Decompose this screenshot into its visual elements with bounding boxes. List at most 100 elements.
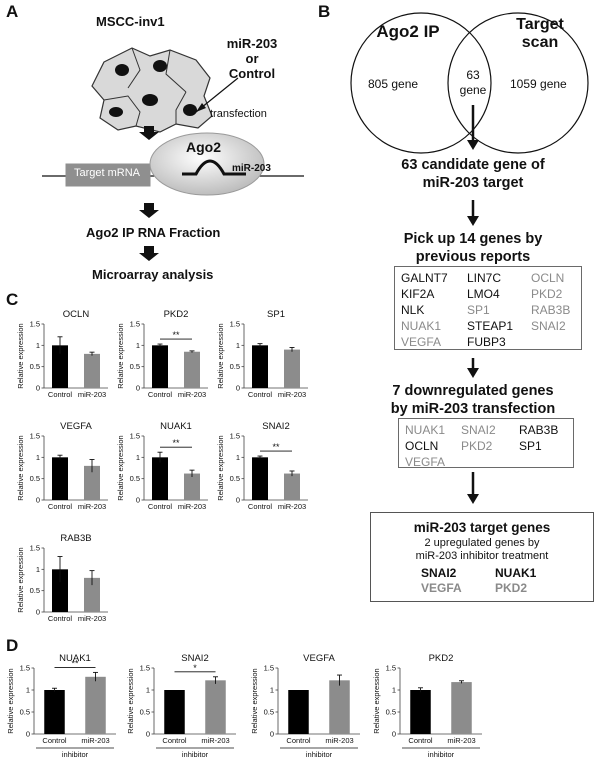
gene-name: STEAP1 [467,319,514,333]
y-axis-label: Relative expression [116,323,125,388]
y-tick-label: 1.5 [30,320,40,329]
significance-marker: ** [172,438,180,448]
cell-cluster-illustration [91,47,213,133]
y-tick-label: 0.5 [130,362,140,371]
mirna-label: miR-203 [232,163,271,174]
y-axis-label: Relative expression [116,435,125,500]
venn-overlap-l1: 63 [466,68,480,82]
panel-label-a: A [6,2,19,21]
gene-name: SNAI2 [421,566,457,580]
venn-circle-targetscan [447,12,589,154]
x-tick-label: Control [48,614,73,623]
block-arrow-1 [139,126,159,140]
cell-line-label: MSCC-inv1 [96,14,165,29]
gene-name: KIF2A [401,287,435,301]
error-bar [57,454,63,460]
gene-name: VEGFA [421,581,462,595]
bar-control [164,690,185,734]
step-candidates-l2: miR-203 target [422,175,524,191]
error-bar [157,451,163,463]
step-downregulated: 7 downregulated genes by miR-203 transfe… [353,382,593,418]
venn-label-targetscan-l2: scan [521,34,559,51]
group-label: inhibitor [306,750,333,759]
venn-label-ago2: Ago2 IP [376,22,440,41]
bar-mir-203 [329,680,350,734]
y-tick-label: 1.5 [264,664,274,673]
chart-title: NUAK1 [59,653,91,664]
x-tick-label: miR-203 [278,502,306,511]
y-tick-label: 0.5 [140,708,150,717]
y-axis-label: Relative expression [6,668,15,733]
final-subtitle-l1: 2 upregulated genes by [424,537,540,549]
step-downregulated-l1: 7 downregulated genes [392,383,554,399]
gene-name: LIN7C [467,271,502,285]
y-tick-label: 1 [270,686,274,695]
bar-control [252,345,268,388]
y-tick-label: 1 [36,453,40,462]
bar-control [52,345,68,388]
gene-name: SNAI2 [461,423,496,437]
gene-name: PKD2 [495,581,528,595]
bar-control [52,457,68,500]
arrow-4 [467,494,479,504]
transfect-label-l1: miR-203 [226,36,278,51]
y-tick-label: 1.5 [130,432,140,441]
gene-name [519,454,575,470]
venn-left-count: 805 gene [368,77,419,91]
panel-label-d: D [6,636,19,655]
y-axis-label: Relative expression [250,668,259,733]
final-subtitle-l2: miR-203 inhibitor treatment [415,550,549,562]
chart-title: VEGFA [60,421,92,432]
ago2-ip-step: Ago2 IP RNA Fraction [86,225,221,240]
error-bar [89,459,95,473]
error-bar [289,470,295,477]
step-pickup-l1: Pick up 14 genes by [403,231,543,247]
gene-name: OCLN [405,439,439,453]
block-arrow-3 [139,246,159,261]
y-tick-label: 0 [136,384,140,393]
bar-mir-203 [205,680,226,734]
transfect-label: miR-203 or Control [212,36,292,81]
venn-right-count: 1059 gene [510,77,567,91]
x-tick-label: Control [408,736,433,745]
error-bar [257,343,263,348]
y-tick-label: 1 [236,453,240,462]
x-tick-label: Control [48,390,73,399]
y-tick-label: 1.5 [230,432,240,441]
error-bar [57,336,63,354]
chart-title: NUAK1 [160,421,192,432]
y-axis-label: Relative expression [16,547,25,612]
gene-name: NLK [401,303,425,317]
y-tick-label: 1.5 [386,664,396,673]
y-tick-label: 1 [146,686,150,695]
y-tick-label: 0 [236,384,240,393]
venn-label-targetscan: Target scan [490,16,590,52]
error-bar [157,343,163,347]
gene-name: SNAI2 [531,319,566,333]
x-tick-label: miR-203 [78,390,106,399]
bar-mir-203 [84,465,100,500]
error-bar [57,556,63,583]
bar-control [288,690,309,734]
venn-label-targetscan-l1: Target [516,16,564,33]
x-tick-label: miR-203 [178,502,206,511]
x-tick-label: miR-203 [81,736,109,745]
y-tick-label: 1 [36,341,40,350]
venn-overlap-l2: gene [459,83,487,97]
y-tick-label: 1.5 [20,664,30,673]
x-tick-label: miR-203 [78,614,106,623]
error-bar [189,469,195,477]
y-tick-label: 0.5 [386,708,396,717]
error-bar [418,687,423,693]
y-tick-label: 1.5 [230,320,240,329]
